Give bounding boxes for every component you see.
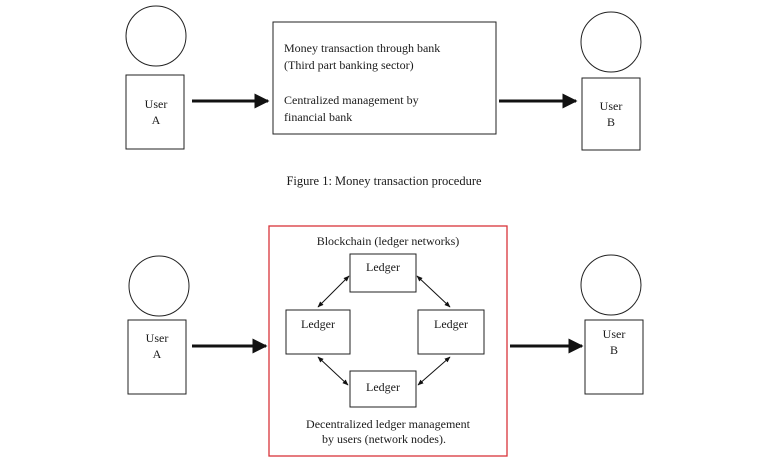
figure-caption: Figure 1: Money transaction procedure [286,174,482,188]
user-b-label-2: B [607,115,615,129]
link-left-bottom [317,356,349,386]
bank-line-4: Centralized management by [284,93,419,107]
user-a-head-icon [125,5,187,67]
top-diagram: User A Money transaction through bank (T… [125,5,642,188]
blockchain-footer-2: by users (network nodes). [322,432,446,446]
ledger-node-top [349,253,417,293]
user-a-box [125,74,185,150]
ledger-node-bottom [349,370,417,408]
ledger-node-right [417,309,485,355]
link-top-right [416,275,451,308]
blockchain-footer-1: Decentralized ledger management [306,417,471,431]
bank-line-5: financial bank [284,110,352,124]
bottom-diagram: User A Blockchain (ledger networks) Ledg… [127,225,644,457]
blockchain-title: Blockchain (ledger networks) [317,234,460,248]
bank-line-2: (Third part banking sector) [284,58,414,72]
user-a-label-1: User [145,97,168,111]
user-a-label-2-2: A [153,347,162,361]
user-a-box-2 [127,319,187,395]
link-right-bottom [417,356,451,386]
user-a-label-2: A [152,113,161,127]
ledger-node-left-label: Ledger [301,317,335,331]
user-b-label-2-2: B [610,343,618,357]
ledger-node-right-label: Ledger [434,317,468,331]
user-b-head-icon-2 [580,254,642,316]
ledger-node-bottom-label: Ledger [366,380,400,394]
user-a-label-1-2: User [146,331,169,345]
user-b-head-icon [580,11,642,73]
user-b-box-2 [584,319,644,395]
ledger-node-left [285,309,351,355]
user-b-label-1: User [600,99,623,113]
bank-box [272,21,497,135]
user-b-label-1-2: User [603,327,626,341]
link-top-left [317,275,350,308]
user-b-box [581,77,641,151]
user-a-head-icon-2 [128,255,190,317]
bank-line-1: Money transaction through bank [284,41,440,55]
ledger-node-top-label: Ledger [366,260,400,274]
